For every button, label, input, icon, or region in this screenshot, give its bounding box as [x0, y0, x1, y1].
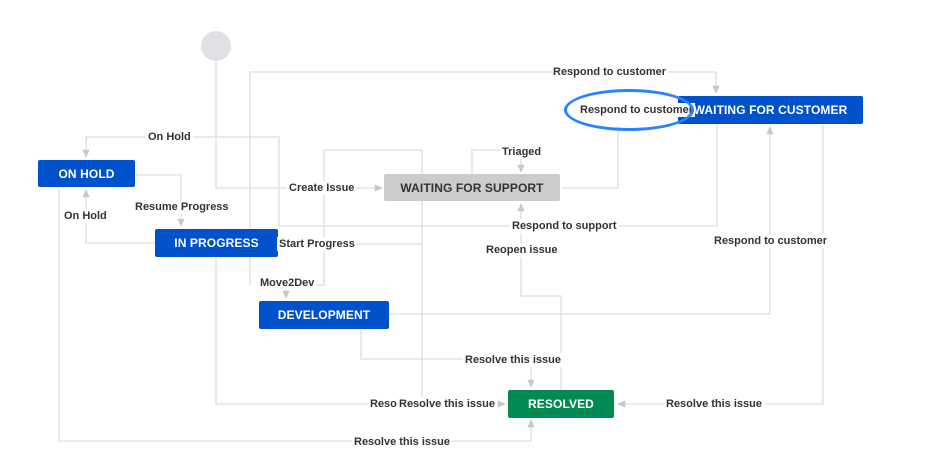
transition-on-hold-top[interactable]: On Hold — [146, 130, 193, 144]
status-waiting-for-support[interactable]: WAITING FOR SUPPORT — [384, 174, 560, 201]
status-in-progress[interactable]: IN PROGRESS — [155, 229, 278, 257]
transition-resume-progress[interactable]: Resume Progress — [133, 200, 231, 214]
connector-resolve-from-customer — [617, 125, 824, 408]
transition-resolve-from-on-hold[interactable]: Resolve this issue — [352, 435, 452, 449]
connector-respond-to-customer-mid — [562, 126, 619, 189]
transition-move2dev[interactable]: Move2Dev — [258, 276, 317, 290]
connector-resolve-from-hold — [58, 190, 535, 442]
connector-resolve-from-dev — [360, 330, 535, 388]
connector-create-issue — [215, 60, 383, 192]
transition-respond-to-customer-right[interactable]: Respond to customer — [712, 234, 830, 248]
connector-on-hold-left — [82, 189, 155, 244]
connector-respond-to-support — [279, 125, 718, 227]
transition-start-progress[interactable]: Start Progress — [277, 237, 357, 251]
transition-respond-to-customer-top[interactable]: Respond to customer — [551, 65, 669, 79]
start-node[interactable] — [201, 31, 231, 61]
transition-resolve-from-in-progress[interactable]: Resolve this issue — [368, 397, 399, 411]
status-on-hold[interactable]: ON HOLD — [38, 160, 135, 187]
transition-reopen-issue[interactable]: Reopen issue — [484, 243, 560, 257]
transition-on-hold-left[interactable]: On Hold — [62, 209, 109, 223]
transition-respond-to-support[interactable]: Respond to support — [510, 219, 619, 233]
status-resolved[interactable]: RESOLVED — [508, 390, 614, 418]
connector-respond-to-customer-top — [249, 71, 720, 285]
transition-resolve-from-waiting-support[interactable]: Resolve this issue — [397, 397, 497, 411]
transition-triaged[interactable]: Triaged — [500, 145, 544, 159]
transition-resolve-from-development[interactable]: Resolve this issue — [463, 353, 563, 367]
connector-respond-to-customer-right — [390, 126, 774, 315]
connector-triaged — [471, 149, 525, 174]
status-waiting-for-customer[interactable]: WAITING FOR CUSTOMER — [678, 96, 863, 124]
status-development[interactable]: DEVELOPMENT — [259, 301, 389, 329]
transition-resolve-from-waiting-customer[interactable]: Resolve this issue — [664, 397, 764, 411]
transition-respond-to-customer-highlighted[interactable]: Respond to customer — [578, 103, 696, 117]
transition-create-issue[interactable]: Create Issue — [287, 181, 357, 195]
